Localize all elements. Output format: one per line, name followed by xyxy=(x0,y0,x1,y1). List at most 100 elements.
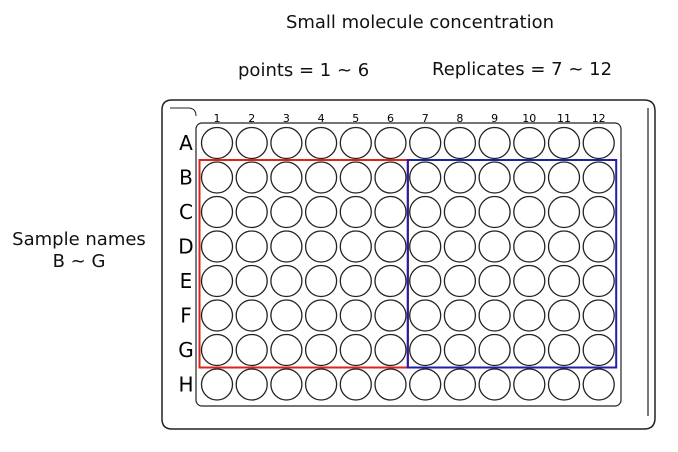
well-A4 xyxy=(304,126,338,160)
well-C10 xyxy=(513,195,546,229)
well-D3 xyxy=(270,230,303,263)
well-A8 xyxy=(443,126,477,160)
column-label-11: 11 xyxy=(557,112,571,125)
well-G5 xyxy=(339,333,372,367)
column-label-5: 5 xyxy=(352,112,359,125)
well-H7 xyxy=(409,368,442,401)
well-C8 xyxy=(443,195,477,229)
well-A9 xyxy=(478,126,511,160)
well-D7 xyxy=(409,230,442,263)
column-label-3: 3 xyxy=(283,112,290,125)
well-B8 xyxy=(443,161,477,194)
well-C3 xyxy=(270,195,303,229)
well-C4 xyxy=(304,195,338,229)
diagram-title: Small molecule concentration xyxy=(285,12,555,33)
well-A12 xyxy=(582,126,615,160)
wells xyxy=(200,126,615,401)
well-B9 xyxy=(478,161,511,194)
column-label-2: 2 xyxy=(248,112,255,125)
well-D2 xyxy=(235,230,268,263)
row-label-E: E xyxy=(180,269,193,293)
well-H11 xyxy=(547,368,581,401)
well-G10 xyxy=(513,333,546,367)
well-E9 xyxy=(478,264,511,298)
plate-inner-frame xyxy=(195,122,622,407)
row-label-F: F xyxy=(180,304,192,328)
well-A11 xyxy=(547,126,581,160)
replicates-region xyxy=(406,159,618,369)
well-C12 xyxy=(582,195,615,229)
well-F10 xyxy=(513,299,546,332)
sample-names-line1: Sample names xyxy=(12,229,146,250)
well-D8 xyxy=(443,230,477,263)
column-label-12: 12 xyxy=(592,112,606,125)
well-A3 xyxy=(270,126,303,160)
row-label-G: G xyxy=(178,338,194,362)
well-H2 xyxy=(235,368,268,401)
row-label-D: D xyxy=(178,235,193,259)
well-G1 xyxy=(200,333,234,367)
highlight-regions xyxy=(198,159,618,369)
well-D4 xyxy=(304,230,338,263)
well-F11 xyxy=(547,299,581,332)
well-G11 xyxy=(547,333,581,367)
well-B6 xyxy=(374,161,407,194)
well-G7 xyxy=(409,333,442,367)
column-label-4: 4 xyxy=(318,112,325,125)
well-D5 xyxy=(339,230,372,263)
well-C9 xyxy=(478,195,511,229)
well-B11 xyxy=(547,161,581,194)
well-H4 xyxy=(304,368,338,401)
well-B1 xyxy=(200,161,234,194)
well-H9 xyxy=(478,368,511,401)
well-A7 xyxy=(409,126,442,160)
well-E1 xyxy=(200,264,234,298)
well-H6 xyxy=(374,368,407,401)
well-E7 xyxy=(409,264,442,298)
well-F12 xyxy=(582,299,615,332)
column-label-8: 8 xyxy=(456,112,463,125)
plate-corner-notch xyxy=(170,107,197,117)
column-label-10: 10 xyxy=(522,112,536,125)
well-G9 xyxy=(478,333,511,367)
replicates-label: Replicates = 7 ~ 12 xyxy=(432,59,613,80)
well-E12 xyxy=(582,264,615,298)
well-H12 xyxy=(582,368,615,401)
well-H10 xyxy=(513,368,546,401)
row-label-H: H xyxy=(178,373,193,397)
well-A6 xyxy=(374,126,407,160)
well-B2 xyxy=(235,161,268,194)
well-E3 xyxy=(270,264,303,298)
row-label-C: C xyxy=(179,200,193,224)
well-G12 xyxy=(582,333,615,367)
well-A5 xyxy=(339,126,372,160)
well-F9 xyxy=(478,299,511,332)
well-H3 xyxy=(270,368,303,401)
row-label-B: B xyxy=(179,166,193,190)
well-H1 xyxy=(200,368,234,401)
well-D9 xyxy=(478,230,511,263)
well-E6 xyxy=(374,264,407,298)
well-H8 xyxy=(443,368,477,401)
well-C2 xyxy=(235,195,268,229)
well-G2 xyxy=(235,333,268,367)
well-D11 xyxy=(547,230,581,263)
well-F3 xyxy=(270,299,303,332)
well-C7 xyxy=(409,195,442,229)
well-G6 xyxy=(374,333,407,367)
well-F4 xyxy=(304,299,338,332)
well-B4 xyxy=(304,161,338,194)
well-C11 xyxy=(547,195,581,229)
well-F6 xyxy=(374,299,407,332)
well-D6 xyxy=(374,230,407,263)
sample-names-line2: B ~ G xyxy=(52,251,106,272)
well-D1 xyxy=(200,230,234,263)
well-F2 xyxy=(235,299,268,332)
sample-names-label: Sample names B ~ G xyxy=(0,229,158,273)
well-G8 xyxy=(443,333,477,367)
well-G3 xyxy=(270,333,303,367)
points-label: points = 1 ~ 6 xyxy=(238,60,370,81)
column-label-6: 6 xyxy=(387,112,394,125)
